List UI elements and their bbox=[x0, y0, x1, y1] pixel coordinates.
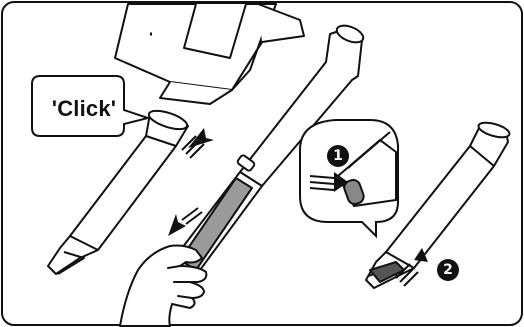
zoom-detail bbox=[300, 120, 398, 236]
step-2-number: 2 bbox=[437, 259, 459, 281]
click-label: 'Click' bbox=[41, 92, 127, 126]
step-1-number: 1 bbox=[327, 145, 349, 167]
